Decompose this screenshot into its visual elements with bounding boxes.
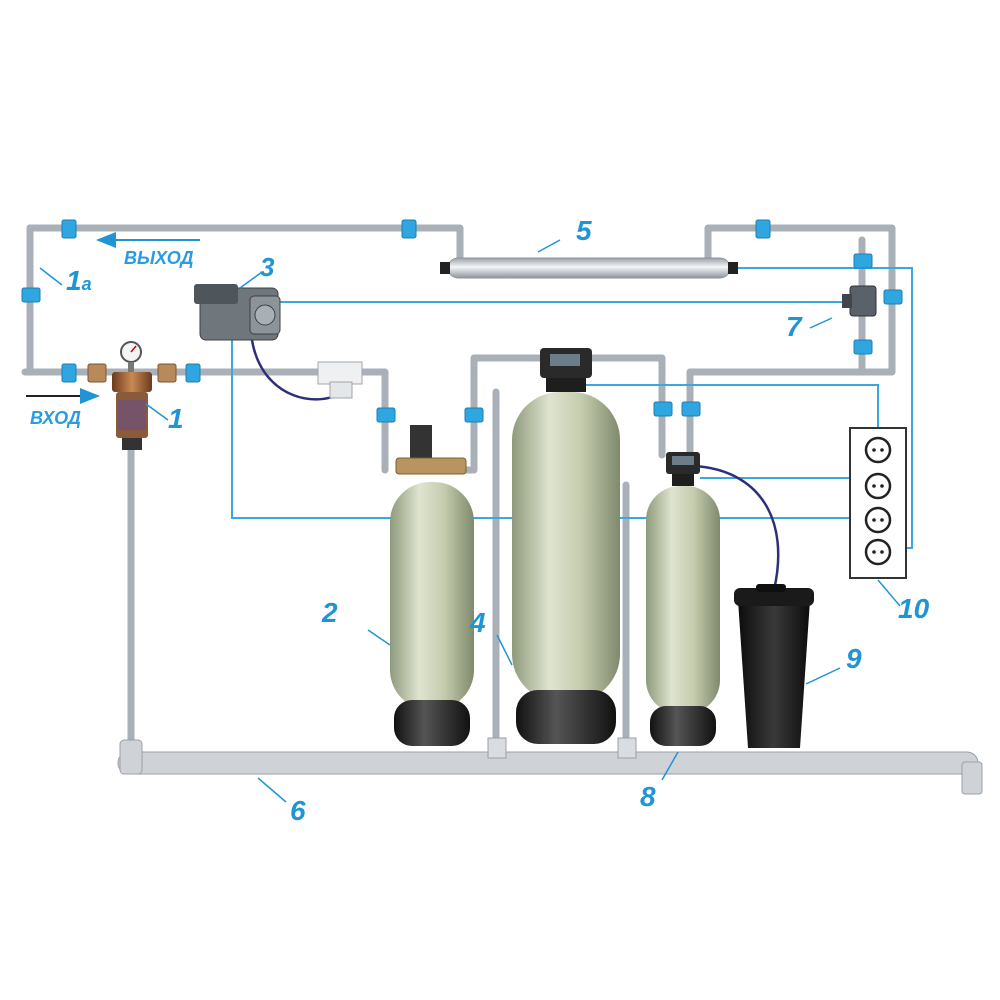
brine-tank-9	[734, 584, 814, 748]
callout-2: 2	[321, 597, 338, 628]
fitting	[883, 289, 903, 305]
drain-trunk	[117, 737, 983, 795]
uv-sterilizer	[440, 257, 738, 279]
softener-tank-8	[646, 452, 720, 746]
fitting	[853, 253, 873, 269]
mechanical-filter	[112, 341, 152, 450]
socket-icon	[864, 436, 892, 464]
controller-display-icon	[550, 354, 580, 366]
power-panel-10	[849, 427, 907, 579]
fitting	[401, 219, 417, 239]
air-compressor	[194, 284, 281, 341]
socket-icon	[864, 506, 892, 534]
filter-tank-4	[512, 348, 620, 744]
inlet-label: ВХОД	[30, 408, 81, 428]
callout-8: 8	[640, 781, 656, 812]
fitting	[653, 401, 673, 417]
callout-4: 4	[469, 607, 486, 638]
fitting	[755, 219, 771, 239]
drain-hose	[693, 464, 780, 591]
solenoid-valve	[842, 285, 877, 317]
fitting	[853, 339, 873, 355]
fitting	[376, 407, 396, 423]
controller-display-icon	[672, 456, 694, 465]
fitting	[21, 287, 41, 303]
fitting	[681, 401, 701, 417]
callout-7: 7	[786, 311, 803, 342]
fitting	[464, 407, 484, 423]
callout-9: 9	[846, 643, 862, 674]
callout-10: 10	[898, 593, 930, 624]
filter-tank-2	[390, 425, 474, 746]
outlet-label: ВЫХОД	[124, 248, 194, 268]
pipe-fittings	[21, 219, 903, 423]
fitting	[61, 219, 77, 239]
callout-1: 1	[168, 403, 184, 434]
socket-icon	[864, 538, 892, 566]
callout-6: 6	[290, 795, 306, 826]
callout-1a: 1а	[66, 265, 92, 296]
callout-leaders	[39, 239, 901, 803]
tee-fitting	[317, 361, 363, 399]
fitting	[61, 363, 77, 383]
callout-3: 3	[260, 252, 275, 282]
callout-5: 5	[576, 215, 592, 246]
fitting	[185, 363, 201, 383]
socket-icon	[864, 472, 892, 500]
brass-couplings	[87, 363, 177, 383]
outlet-pipe-top	[26, 224, 464, 266]
